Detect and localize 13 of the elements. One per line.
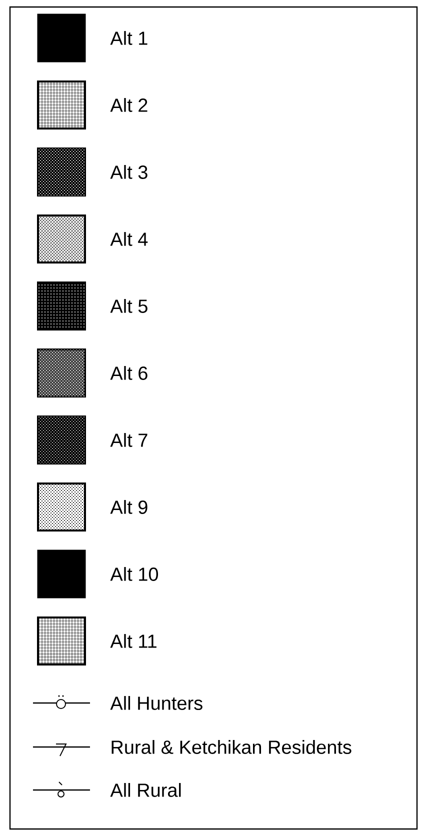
- legend-label: Alt 2: [110, 98, 148, 112]
- legend-label: All Rural: [110, 783, 181, 797]
- legend-label: Rural & Ketchikan Residents: [112, 740, 352, 754]
- legend-label: Alt 4: [110, 232, 148, 246]
- legend-label: Alt 5: [110, 299, 148, 313]
- legend-label: Alt 3: [110, 165, 148, 179]
- legend-label: Alt 10: [110, 567, 158, 581]
- legend-label: All Hunters: [110, 696, 202, 710]
- legend-label: Alt 7: [110, 433, 148, 447]
- legend-label: Alt 9: [110, 500, 148, 514]
- legend-label: Alt 1: [110, 31, 148, 45]
- legend-label: Alt 11: [110, 634, 156, 648]
- legend-label: Alt 6: [110, 366, 148, 380]
